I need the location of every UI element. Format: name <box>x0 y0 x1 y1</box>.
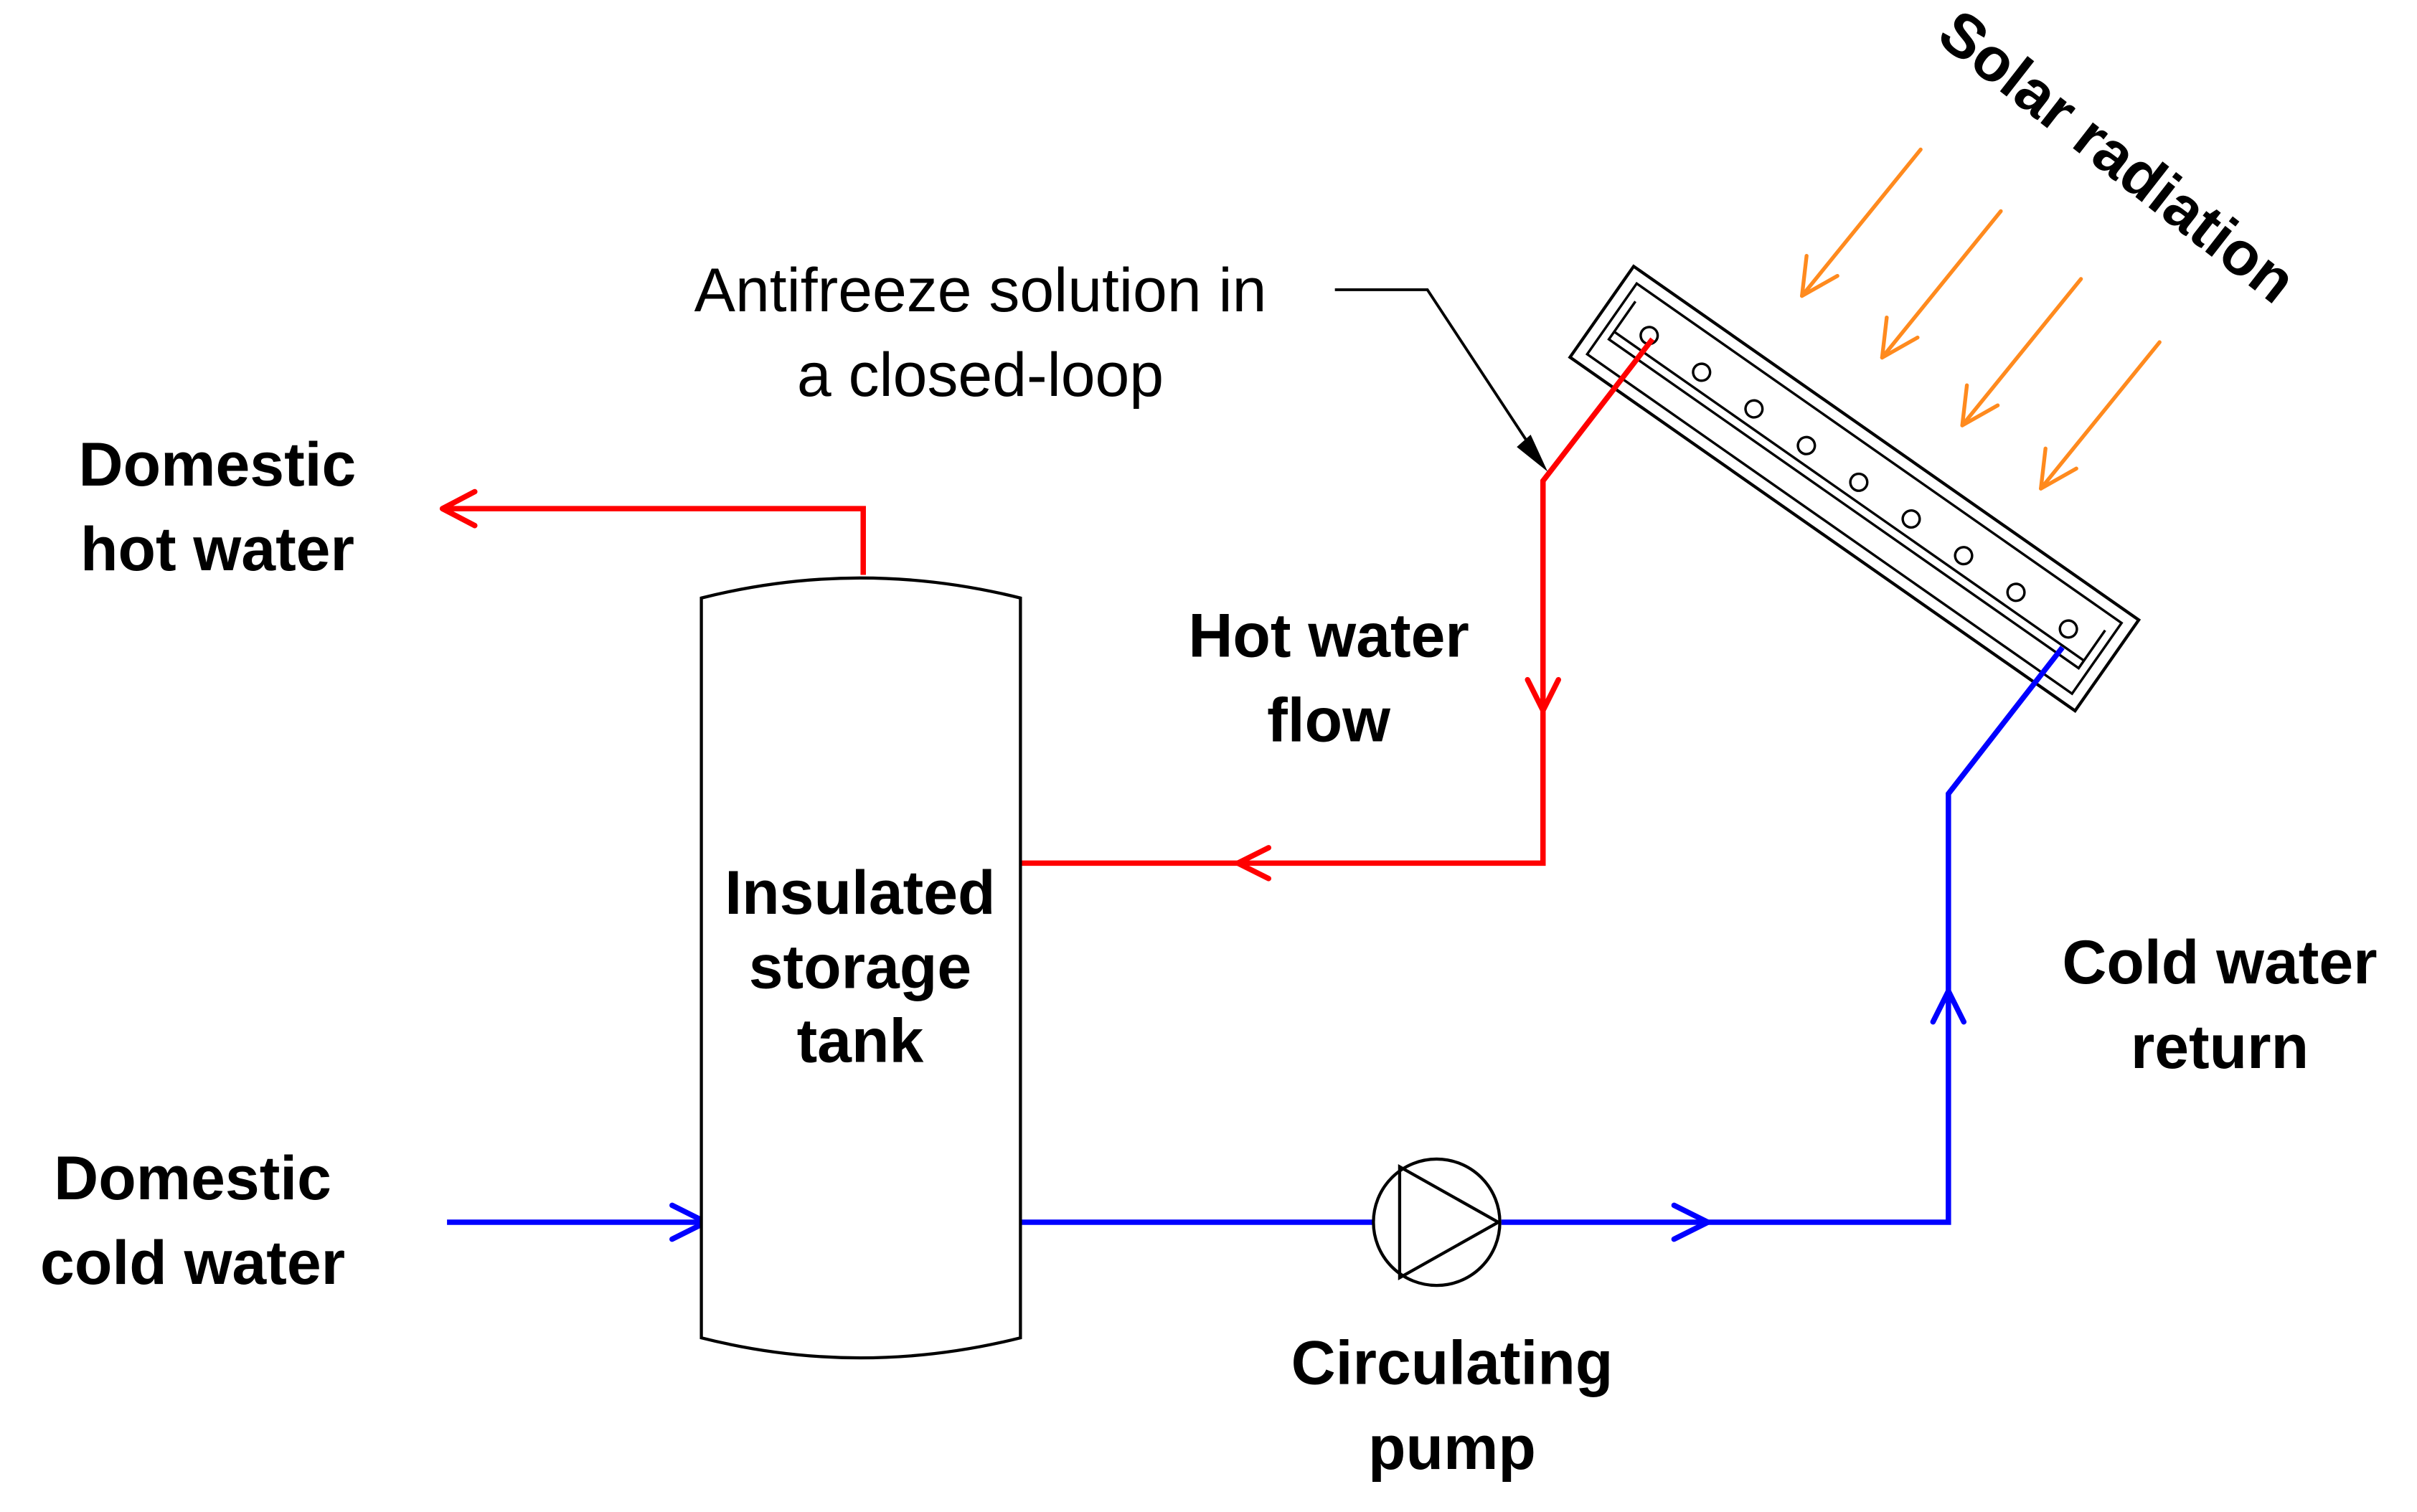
solar-ray-arrowhead-4 <box>2039 446 2078 491</box>
collector-glazing <box>1585 281 2124 696</box>
cold-water-return-label-line1: Cold water <box>2062 928 2377 997</box>
collector-tube-1 <box>1639 326 1659 346</box>
solar-ray-arrowhead-2 <box>1880 315 1920 360</box>
arrowhead-left-hot-flow <box>1235 845 1272 882</box>
collector-tube-7 <box>1954 546 1974 566</box>
circulating-pump-label-line2: pump <box>1368 1414 1536 1483</box>
tank-label-line1: Insulated <box>725 859 995 927</box>
cold-water-return-label-line2: return <box>2131 1013 2309 1082</box>
hot-water-flow-label-line2: flow <box>1267 686 1391 755</box>
collector-tube-5 <box>1849 472 1869 492</box>
arrowhead-down <box>1525 676 1561 714</box>
solar-ray-1 <box>1800 147 1923 298</box>
hot-pipe-collector-to-tank <box>1022 337 1655 866</box>
storage-tank <box>699 576 1022 1360</box>
tank-label-line2: storage <box>749 932 971 1001</box>
solar-ray-3 <box>1960 277 2083 427</box>
solar-radiation-label: Solar radiation <box>1926 0 2309 316</box>
arrowhead-left-domestic-hot <box>439 488 478 529</box>
collector-tubes <box>1639 326 2078 639</box>
antifreeze-leader-arrowhead <box>1517 434 1548 472</box>
domestic-cold-water-label-line1: Domestic <box>54 1144 331 1213</box>
solar-ray-arrowhead-1 <box>1800 254 1839 298</box>
circulating-pump <box>1372 1157 1502 1287</box>
collector-tube-9 <box>2058 619 2078 639</box>
cold-pipe-pump-to-collector <box>1501 646 2065 1225</box>
solar-ray-2 <box>1880 209 2003 360</box>
hot-pipe-domestic-outlet <box>443 506 866 575</box>
collector-absorber <box>1607 301 2106 670</box>
pump-housing <box>1372 1157 1502 1287</box>
domestic-hot-water-label-line2: hot water <box>80 515 354 584</box>
collector-tube-2 <box>1692 362 1712 382</box>
antifreeze-label-line2: a closed-loop <box>797 341 1164 410</box>
collector-tube-4 <box>1796 435 1817 455</box>
arrowhead-up-cold-return <box>1930 988 1967 1025</box>
solar-collector <box>1568 264 2142 714</box>
solar-ray-4 <box>2039 340 2162 491</box>
solar-ray-arrowhead-3 <box>1960 383 2000 427</box>
circulating-pump-label-line1: Circulating <box>1291 1329 1613 1398</box>
arrowhead-right-after-pump <box>1671 1202 1711 1242</box>
antifreeze-leader-line <box>1334 288 1538 458</box>
collector-tube-8 <box>2006 582 2026 603</box>
tank-label-line3: tank <box>797 1007 924 1076</box>
antifreeze-label-line1: Antifreeze solution in <box>694 256 1267 325</box>
solar-rays <box>1800 147 2162 491</box>
collector-tube-6 <box>1901 509 1921 529</box>
collector-absorber-plate <box>1613 331 2085 662</box>
domestic-cold-water-label-line2: cold water <box>40 1229 345 1298</box>
pump-direction-triangle <box>1398 1163 1502 1281</box>
domestic-hot-water-label-line1: Domestic <box>79 430 357 499</box>
collector-tube-3 <box>1744 399 1764 419</box>
hot-water-flow-label-line1: Hot water <box>1188 601 1469 670</box>
